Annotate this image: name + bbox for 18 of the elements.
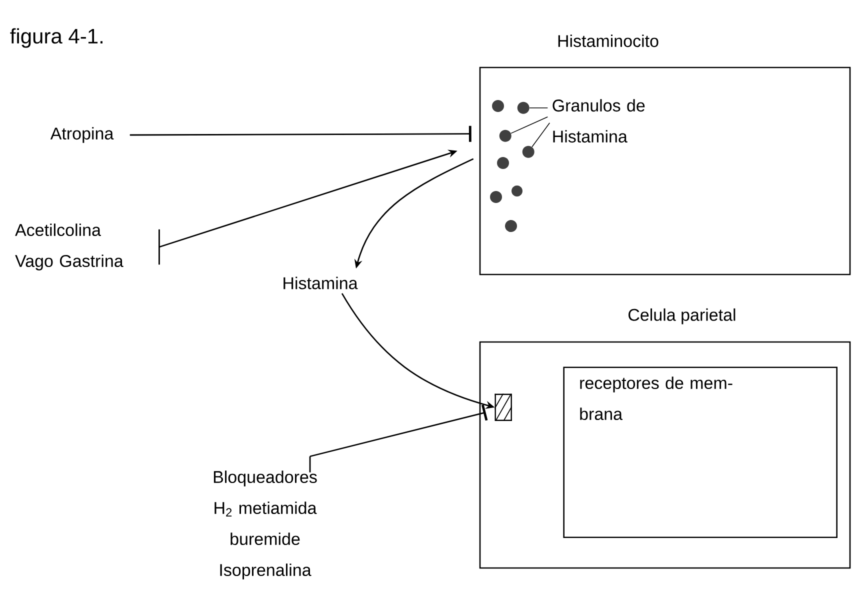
leader-line xyxy=(510,116,548,134)
arrow xyxy=(130,126,472,142)
receptor-square xyxy=(494,394,512,421)
arrow xyxy=(310,404,488,458)
text-label: Histamina xyxy=(284,276,358,290)
figure-label: figura 4-1. xyxy=(10,28,102,48)
text-label: Granulos de Histamina xyxy=(552,99,645,143)
node-label: Histaminocito xyxy=(558,34,658,48)
node-label: Celula parietal xyxy=(628,308,736,324)
leader-line xyxy=(529,107,548,108)
granule-dot xyxy=(517,102,530,114)
granule-dot xyxy=(499,130,512,142)
granule-dot xyxy=(522,146,534,158)
text-label: Atropina xyxy=(50,127,114,143)
text-label: Bloqueadores H$_{2}$ metiamida buremide Isoprenalina xyxy=(214,470,317,580)
text-label: Acetilcolina Vago Gastrina xyxy=(15,224,124,270)
leader-line xyxy=(532,122,550,148)
cell-box: receptores de mem- brana xyxy=(563,366,838,538)
